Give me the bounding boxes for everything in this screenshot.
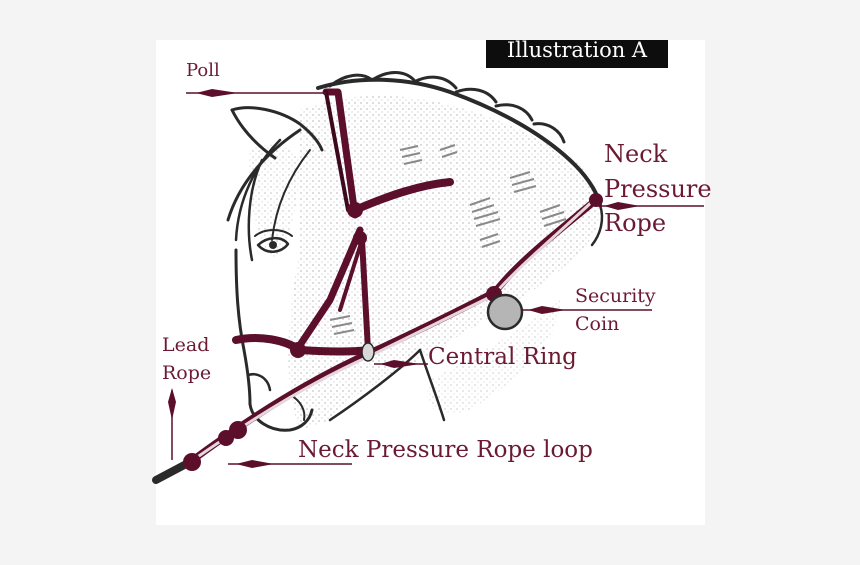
label-neck-pressure-rope-line3: Rope xyxy=(604,209,667,237)
illustration-title: Illustration A xyxy=(486,40,668,68)
label-lead-rope-line1: Lead xyxy=(162,334,210,356)
horse-shading xyxy=(249,95,600,430)
label-neck-pressure-rope-line1: Neck xyxy=(604,140,668,168)
label-poll: Poll xyxy=(186,60,220,81)
label-neck-pressure-rope-loop: Neck Pressure Rope loop xyxy=(298,437,593,463)
label-central-ring: Central Ring xyxy=(428,344,577,370)
neck-hatching xyxy=(329,144,567,335)
leader-lines xyxy=(168,89,704,468)
central-ring xyxy=(361,342,375,362)
label-lead-rope-line2: Rope xyxy=(162,362,212,384)
security-coin xyxy=(486,293,524,331)
horse-outline xyxy=(226,71,604,432)
halter-ropes xyxy=(152,88,603,484)
label-security-coin-line2: Coin xyxy=(575,313,620,335)
label-neck-pressure-rope-line2: Pressure xyxy=(604,175,712,203)
label-security-coin-line1: Security xyxy=(575,285,656,307)
